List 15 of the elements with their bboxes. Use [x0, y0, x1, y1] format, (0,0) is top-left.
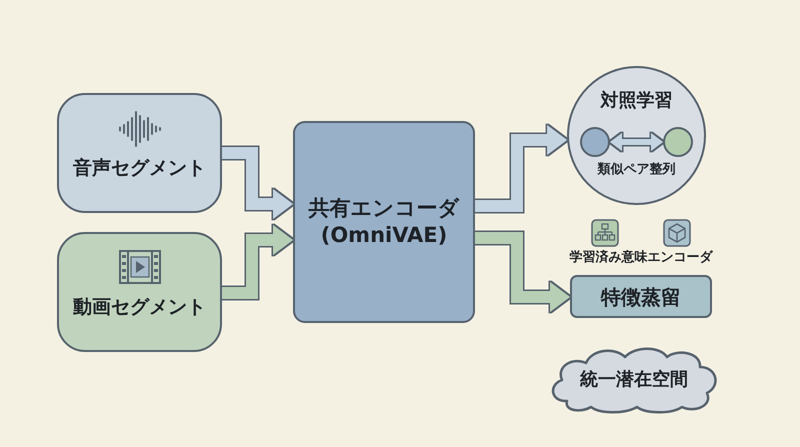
rounded-box: 特徴蒸留	[570, 275, 712, 318]
label: 学習済み意味エンコーダ	[570, 250, 712, 266]
arrow	[222, 147, 293, 219]
arrow	[222, 225, 293, 299]
label: 音声セグメント	[73, 157, 206, 180]
small-circle	[662, 126, 692, 156]
label: 動画セグメント	[73, 296, 206, 319]
double-arrow	[610, 133, 663, 151]
rounded-box	[57, 93, 222, 213]
arrow	[475, 232, 570, 312]
rounded-box	[57, 232, 222, 352]
small-circle	[580, 126, 610, 156]
label: 対照学習	[600, 90, 672, 112]
rounded-box: 共有エンコーダ (OmniVAE)	[293, 121, 475, 323]
label: 類似ペア整列	[598, 162, 676, 178]
